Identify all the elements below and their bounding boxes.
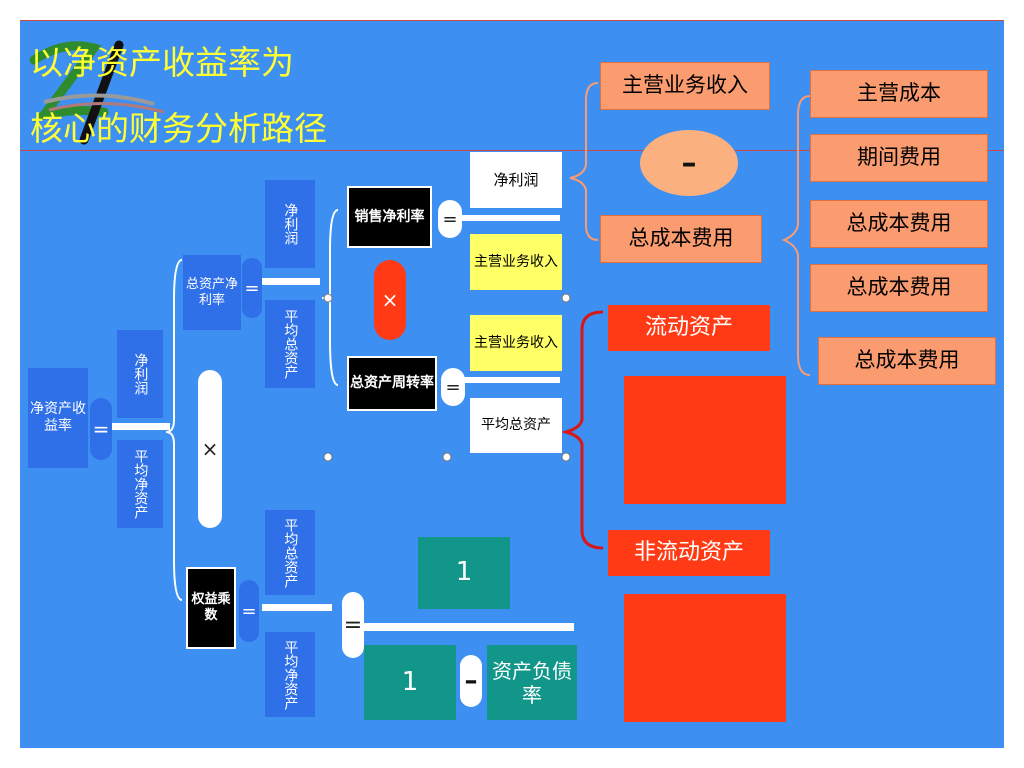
fraction-bar-em	[262, 604, 332, 611]
cost-item-1: 主营成本	[810, 70, 988, 118]
node-noncurrent-assets: 非流动资产	[608, 530, 770, 576]
node-np-total-cost: 总成本费用	[600, 215, 762, 263]
cost-item-3: 总成本费用	[810, 200, 988, 248]
page-title: 以净资产收益率为 核心的财务分析路径	[30, 30, 327, 162]
node-at-avg-total-assets: 平均总资产	[470, 398, 562, 453]
node-equity-multiplier: 权益乘数	[186, 567, 236, 649]
node-em-avg-net-assets: 平均净资产	[265, 632, 315, 717]
eq-operator-at: =	[441, 368, 465, 406]
eq-operator-roa: =	[242, 258, 262, 318]
fraction-bar-roe	[112, 423, 170, 430]
fraction-bar-nm	[462, 215, 560, 221]
node-net-margin: 销售净利率	[347, 186, 432, 248]
node-em-avg-total-assets: 平均总资产	[265, 510, 315, 595]
node-roa: 总资产净利率	[183, 255, 241, 330]
node-nm-net-profit: 净利润	[470, 152, 562, 208]
node-np-revenue: 主营业务收入	[600, 62, 770, 110]
eq-operator-nm: =	[438, 200, 462, 238]
cost-item-2: 期间费用	[810, 134, 988, 182]
node-current-assets: 流动资产	[608, 305, 770, 351]
node-asset-turnover: 总资产周转率	[347, 356, 437, 411]
times-operator-main: ×	[198, 370, 222, 528]
title-divider	[20, 150, 1004, 151]
cost-item-4: 总成本费用	[810, 264, 988, 312]
fraction-bar-em-expanded	[360, 623, 574, 631]
node-debt-ratio: 资产负债率	[487, 645, 577, 720]
node-one-denominator: 1	[364, 645, 456, 720]
placeholder-current-assets	[624, 376, 786, 504]
title-line-2: 核心的财务分析路径	[30, 109, 327, 148]
times-operator-dupont: ×	[374, 260, 406, 340]
eq-operator-em: =	[239, 580, 259, 642]
minus-operator-np: –	[640, 130, 738, 196]
placeholder-noncurrent-assets	[624, 594, 786, 722]
node-avg-net-assets: 平均净资产	[117, 440, 163, 528]
eq-operator-em-expanded: =	[342, 592, 364, 658]
node-at-revenue: 主营业务收入	[470, 315, 562, 371]
fraction-bar-at	[462, 377, 560, 383]
node-roe: 净资产收益率	[28, 368, 88, 468]
node-net-profit: 净利润	[117, 330, 163, 418]
cost-item-5: 总成本费用	[818, 337, 996, 385]
node-nm-revenue: 主营业务收入	[470, 234, 562, 290]
node-roa-net-profit: 净利润	[265, 180, 315, 268]
node-one-numerator: 1	[418, 537, 510, 609]
node-roa-avg-total-assets: 平均总资产	[265, 300, 315, 388]
fraction-bar-roa	[262, 278, 320, 285]
title-line-1: 以净资产收益率为	[30, 43, 294, 82]
logo-icon	[29, 40, 165, 145]
minus-operator-em: –	[460, 655, 482, 707]
eq-operator-roe: =	[90, 398, 112, 460]
